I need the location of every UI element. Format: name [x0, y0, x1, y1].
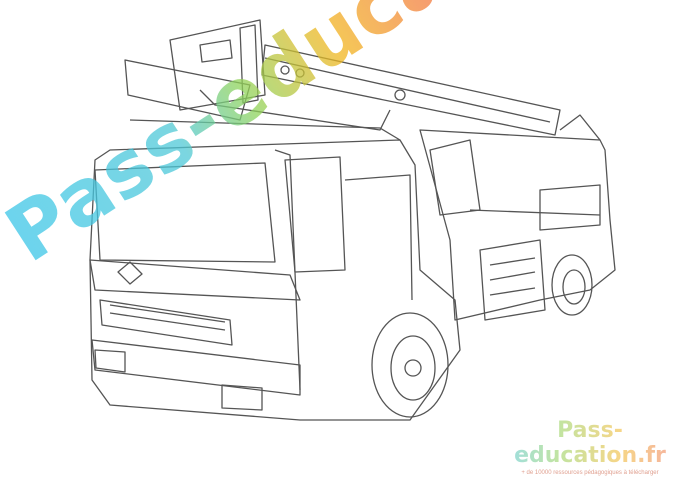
truck-body — [419, 114, 616, 321]
logo-tagline: + de 10000 ressources pédagogiques à tél… — [521, 470, 659, 476]
site-logo: Pass-education.fr + de 10000 ressources … — [500, 418, 680, 476]
logo-name: Pass-education.fr — [500, 418, 680, 468]
truck-cab — [89, 139, 461, 421]
wheels — [371, 254, 593, 418]
aerial-ladder — [124, 19, 561, 141]
